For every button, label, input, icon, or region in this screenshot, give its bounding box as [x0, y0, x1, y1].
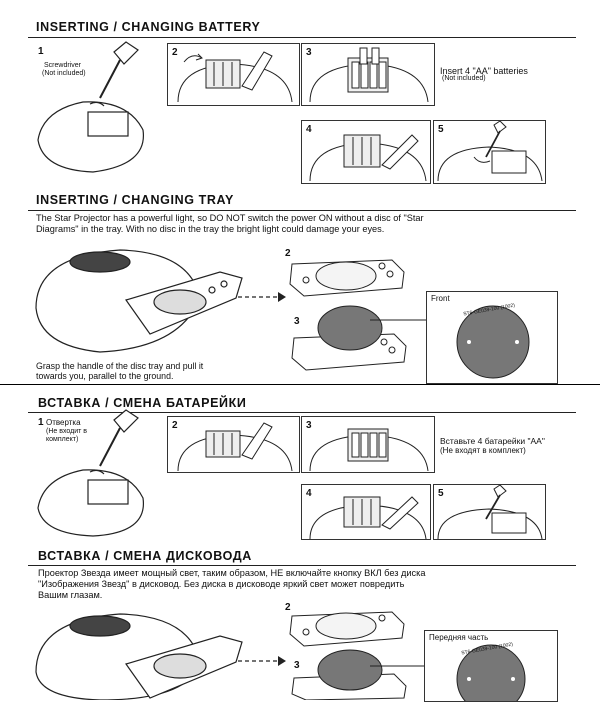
ru-step-2-panel: 2	[167, 416, 300, 473]
insert-batteries-text: Insert 4 "AA" batteries	[440, 66, 528, 76]
ru-not-included-2: комплект)	[46, 436, 79, 443]
step-5-number: 5	[438, 124, 444, 135]
step-1-number: 1	[38, 46, 44, 57]
tray-step-3-illustration	[284, 302, 414, 378]
ru-tray-step-2-illustration	[282, 598, 412, 652]
ru-step-5-panel: 5	[433, 484, 546, 540]
tray-warning-line-2: Diagrams" in the tray. With no disc in t…	[36, 224, 385, 234]
ru-step-4-panel: 4	[301, 484, 431, 540]
grasp-text-line-2: towards you, parallel to the ground.	[36, 371, 174, 381]
tray-section-title: INSERTING / CHANGING TRAY	[36, 193, 234, 207]
tray-step-2-number: 2	[285, 248, 291, 259]
ru-front-label: Передняя часть	[429, 633, 489, 642]
battery-title-rule	[28, 37, 576, 38]
screwdriver-not-included: (Not included)	[42, 70, 86, 77]
ru-tray-warning-line-2: "Изображения Звезд" в дисковод. Без диск…	[38, 579, 405, 589]
ru-tray-step-3-illustration	[284, 648, 414, 700]
tray-title-rule	[28, 210, 576, 211]
ru-tray-section-title: ВСТАВКА / СМЕНА ДИСКОВОДА	[38, 549, 252, 563]
ru-tray-warning-line-3: Вашим глазам.	[38, 590, 103, 600]
ru-not-included-1: (Не входит в	[46, 428, 87, 435]
step-4-number: 4	[306, 124, 312, 135]
step-2-number: 2	[172, 47, 178, 58]
front-label: Front	[431, 294, 450, 303]
ru-tray-title-rule	[28, 565, 576, 566]
ru-front-disc-panel: Передняя часть ST6-GE039-100 (1002)	[424, 630, 558, 702]
ru-projector-tray-illustration	[30, 602, 260, 700]
front-disc-panel: Front ST6-GE039-100 (1002)	[426, 291, 558, 384]
ru-tray-step-2-number: 2	[285, 602, 291, 613]
language-divider	[0, 384, 600, 385]
ru-step-3-panel: 3	[301, 416, 435, 473]
ru-battery-section-title: ВСТАВКА / СМЕНА БАТАРЕЙКИ	[38, 396, 247, 410]
ru-tray-warning-line-1: Проектор Звезда имеет мощный свет, таким…	[38, 568, 426, 578]
ru-front-callout-line	[370, 665, 428, 667]
grasp-text-line-1: Grasp the handle of the disc tray and pu…	[36, 361, 204, 371]
step-4-panel: 4	[301, 120, 431, 184]
ru-screwdriver-label: Отвертка	[46, 418, 81, 427]
tray-step-3-number: 3	[294, 316, 300, 327]
battery-section-title: INSERTING / CHANGING BATTERY	[36, 20, 261, 34]
batteries-not-included: (Not included)	[442, 75, 486, 82]
step-5-panel: 5	[433, 120, 546, 184]
ru-batteries-not-included: (Не входят в комплект)	[440, 446, 526, 455]
ru-insert-batteries-text: Вставьте 4 батарейки "AA"	[440, 436, 545, 446]
projector-tray-illustration	[30, 238, 260, 358]
ru-step-3-number: 3	[306, 420, 312, 431]
ru-step-1-number: 1	[38, 417, 44, 428]
ru-step-5-number: 5	[438, 488, 444, 499]
front-callout-line	[370, 319, 428, 321]
tray-step-2-illustration	[282, 244, 412, 304]
step-2-panel: 2	[167, 43, 300, 106]
step-3-number: 3	[306, 47, 312, 58]
screwdriver-label: Screwdriver	[44, 62, 81, 69]
pull-arrow	[238, 292, 286, 302]
tray-warning-line-1: The Star Projector has a powerful light,…	[36, 213, 424, 223]
ru-pull-arrow	[238, 656, 286, 666]
ru-step-1-illustration	[28, 408, 158, 538]
step-3-panel: 3	[301, 43, 435, 106]
ru-tray-step-3-number: 3	[294, 660, 300, 671]
step-1-illustration	[28, 40, 158, 180]
ru-step-2-number: 2	[172, 420, 178, 431]
ru-battery-title-rule	[28, 412, 576, 413]
ru-step-4-number: 4	[306, 488, 312, 499]
